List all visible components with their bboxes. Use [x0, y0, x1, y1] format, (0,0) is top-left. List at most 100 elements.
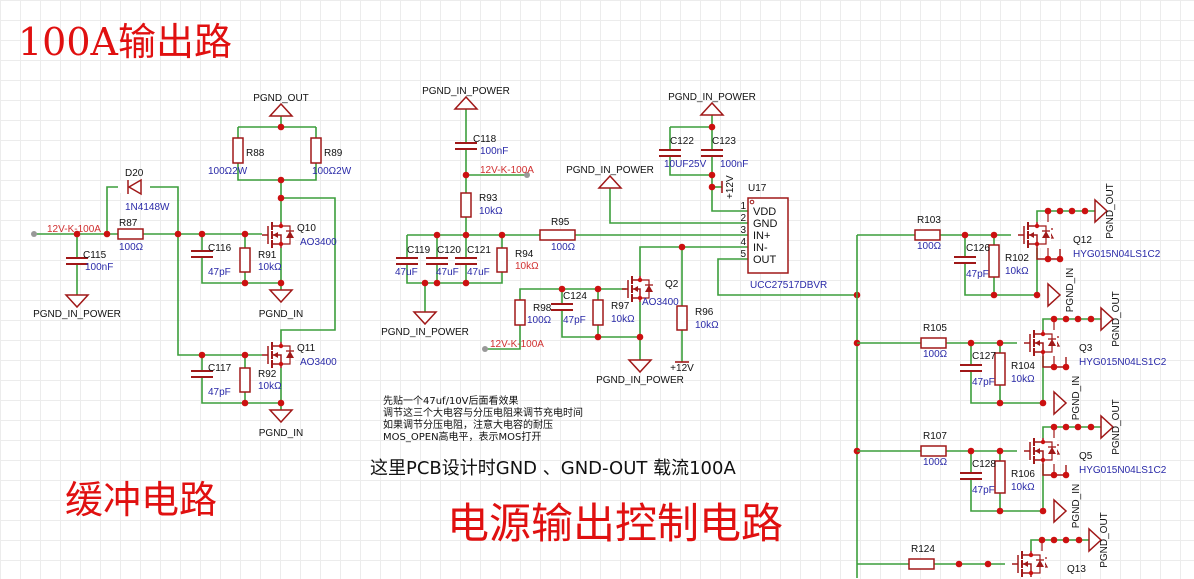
value-capacitor: 47pF	[966, 269, 989, 280]
ground-symbol	[1088, 527, 1103, 553]
value-gate-resistor: 100Ω	[923, 457, 948, 468]
junction	[241, 230, 249, 238]
wire	[717, 258, 857, 296]
value-r88: 100Ω2W	[208, 166, 248, 177]
junction	[955, 560, 963, 568]
junction	[708, 183, 716, 191]
net-label-12v-k-100a: 12V-K-100A	[490, 339, 544, 350]
junction	[678, 243, 686, 251]
wire	[670, 115, 713, 128]
value-c119: 47uF	[395, 267, 418, 278]
net-label-pgnd-in-power: PGND_IN_POWER	[668, 92, 756, 103]
junction	[277, 194, 285, 202]
ground-symbol	[1100, 306, 1115, 332]
pin-number: 2	[740, 213, 746, 224]
pin-name: VDD	[753, 206, 776, 218]
ref-capacitor: C127	[972, 351, 996, 362]
capacitor-gap	[396, 259, 418, 263]
junction	[708, 123, 716, 131]
junction	[636, 333, 644, 341]
junction	[1062, 423, 1070, 431]
ref-c121: C121	[467, 245, 491, 256]
net-label-pgnd-out: PGND_OUT	[1099, 512, 1110, 568]
pcb-note: 这里PCB设计时GND 、GND-OUT 载流100A	[370, 458, 736, 479]
net-label-12v: +12V	[670, 363, 694, 374]
junction	[241, 399, 249, 407]
resistor-symbol	[239, 247, 251, 273]
ground-symbol	[1053, 390, 1068, 416]
notes-block: 先贴一个47uf/10V后面看效果 调节这三个大电容与分压电阻来调节充电时间 如…	[383, 396, 583, 444]
ref-q2: Q2	[665, 279, 679, 290]
capacitor-gap	[551, 305, 573, 309]
terminal	[482, 346, 488, 352]
junction	[594, 285, 602, 293]
wire	[1042, 426, 1101, 438]
capacitor-gap	[191, 252, 213, 256]
body-diode-icon	[1042, 231, 1050, 238]
capacitor-gap	[960, 366, 982, 370]
net-label-pgnd-in-power: PGND_IN_POWER	[422, 86, 510, 97]
ref-capacitor: C128	[972, 459, 996, 470]
value-q10: AO3400	[300, 237, 337, 248]
junction	[1050, 423, 1058, 431]
resistor-symbol	[310, 137, 322, 164]
pin-number: 3	[740, 225, 746, 236]
value-c117: 47pF	[208, 387, 231, 398]
capacitor-gap	[701, 151, 723, 155]
junction	[1056, 207, 1064, 215]
ref-r92: R92	[258, 369, 277, 380]
pin1-marker	[749, 199, 755, 205]
ground-symbol	[1053, 498, 1068, 524]
value-u17: UCC27517DBVR	[750, 280, 827, 291]
net-label-pgnd-in: PGND_IN	[259, 309, 303, 320]
junction	[1050, 471, 1058, 479]
ref-r97: R97	[611, 301, 630, 312]
wire	[970, 343, 1043, 404]
junction	[241, 351, 249, 359]
ref-pulldown-resistor: R102	[1005, 253, 1029, 264]
junction	[278, 343, 284, 349]
junction	[1040, 331, 1046, 337]
value-c115: 100nF	[85, 262, 113, 273]
junction	[277, 176, 285, 184]
wire	[1036, 210, 1095, 222]
body-diode-icon	[645, 285, 653, 292]
ref-capacitor: C126	[966, 243, 990, 254]
mosfet-arrow	[1029, 232, 1034, 238]
resistor-symbol	[676, 305, 688, 331]
value-c121: 47uF	[467, 267, 490, 278]
ref-u17: U17	[748, 183, 767, 194]
ref-r94: R94	[515, 249, 534, 260]
pin-name: IN-	[753, 242, 768, 254]
ref-pulldown-resistor: R104	[1011, 361, 1035, 372]
value-pulldown-resistor: 10kΩ	[1011, 482, 1035, 493]
value-r89: 100Ω2W	[312, 166, 352, 177]
wire	[639, 246, 750, 278]
ground-symbol	[1100, 414, 1115, 440]
note-line: 调节这三个大电容与分压电阻来调节充电时间	[383, 408, 583, 419]
body-diode-icon	[286, 231, 294, 238]
resistor-symbol	[460, 192, 472, 218]
value-r95: 100Ω	[551, 242, 576, 253]
net-label-pgnd-in: PGND_IN	[1071, 376, 1082, 420]
junction	[1050, 536, 1058, 544]
junction	[1075, 536, 1083, 544]
capacitor-gap	[66, 259, 88, 263]
junction	[462, 231, 470, 239]
pin-number: 4	[740, 237, 746, 248]
junction	[990, 231, 998, 239]
body-diode-icon	[286, 351, 294, 358]
power-port-symbol	[699, 101, 725, 116]
junction	[1040, 349, 1046, 355]
terminal	[31, 231, 37, 237]
body-diode-icon	[1048, 339, 1056, 346]
junction	[73, 230, 81, 238]
junction	[1056, 255, 1064, 263]
junction	[967, 447, 975, 455]
ref-mosfet: Q12	[1073, 235, 1092, 246]
net-label-pgnd-in-power: PGND_IN_POWER	[381, 327, 469, 338]
mosfet-arrow	[1035, 448, 1040, 454]
wire	[1030, 539, 1089, 551]
title-heading: 100A输出路	[18, 20, 232, 64]
